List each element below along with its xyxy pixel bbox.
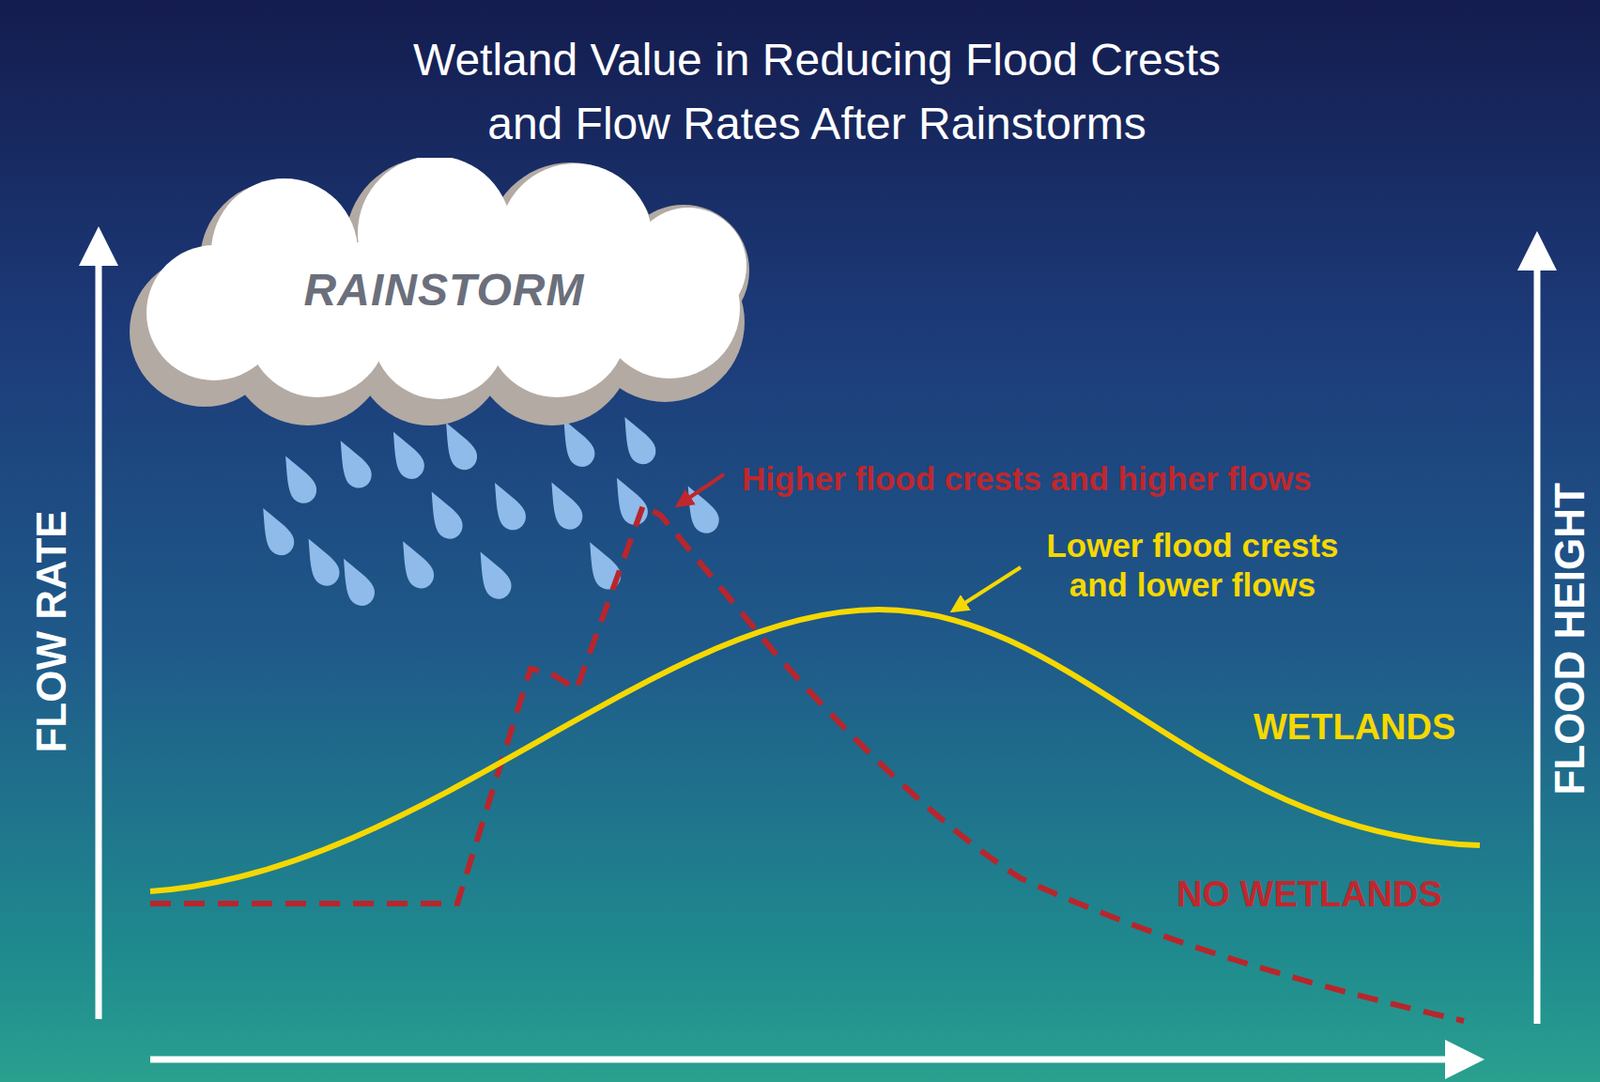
title: Wetland Value in Reducing Flood Crests a… [375, 28, 1259, 156]
y-axis-left [95, 246, 103, 1019]
no-wetlands-curve [150, 505, 1464, 1021]
cloud-label: RAINSTORM [304, 263, 585, 316]
axis-label: FLOW RATE [27, 509, 77, 753]
y-axis-right [1534, 250, 1541, 1024]
series-label: WETLANDS [1253, 706, 1456, 750]
callout-text: Higher flood crests and higher flows [741, 459, 1312, 499]
axis-label: FLOOD HEIGHT [1545, 482, 1596, 795]
x-axis [150, 1056, 1465, 1063]
series-label: NO WETLANDS [1176, 873, 1443, 917]
leader-arrow [953, 567, 1021, 611]
wetlands-curve [150, 609, 1480, 892]
leader-arrow [677, 474, 724, 506]
cloud-shape: RAINSTORM [120, 157, 769, 431]
callout-text: Lower flood crests and lower flows [1032, 525, 1353, 605]
